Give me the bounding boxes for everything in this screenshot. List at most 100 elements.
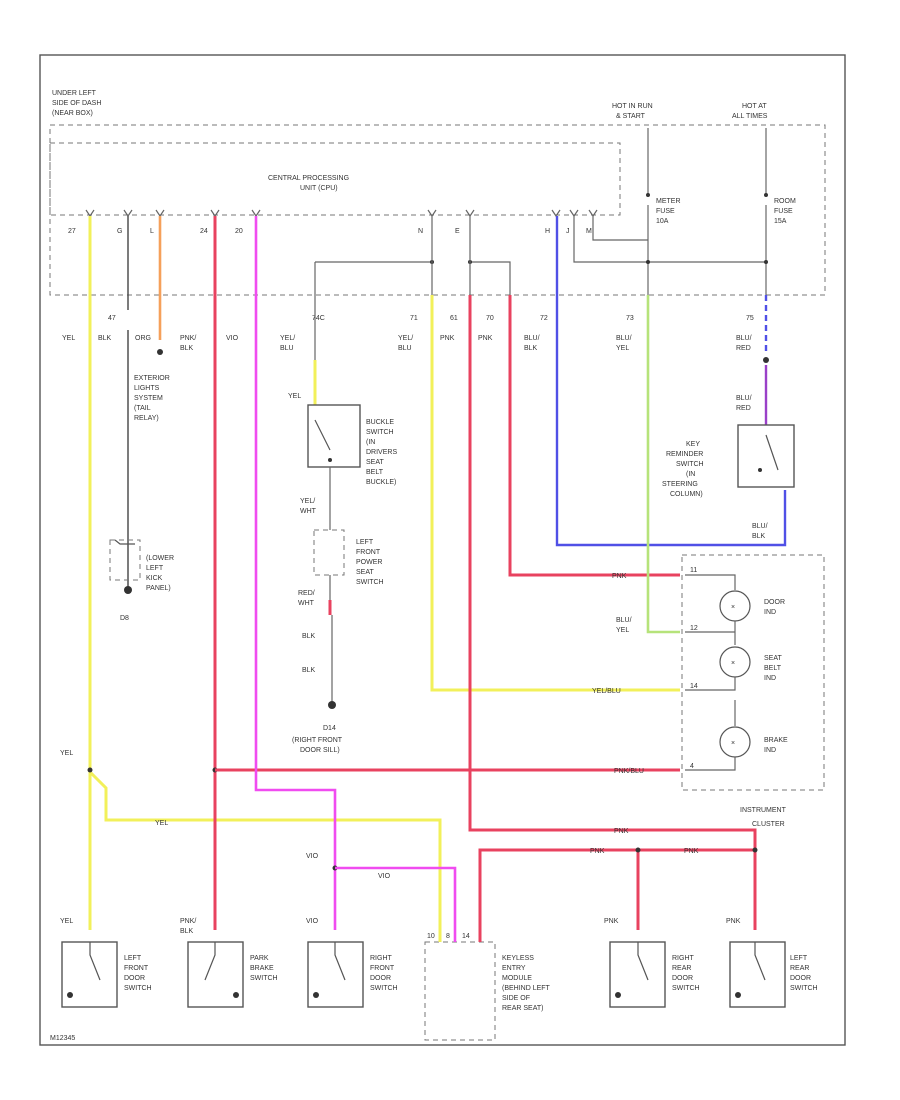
exterior-lights-3: SYSTEM: [134, 395, 163, 402]
brake-ind-1: BRAKE: [764, 737, 788, 744]
right-front-sill-2: DOOR SILL): [300, 747, 340, 754]
buckle-switch-box: [307, 404, 361, 468]
cpu-pin-27: 27: [68, 228, 76, 235]
cluster-pin-12: 12: [690, 625, 698, 632]
buckle-switch-1: BUCKLE: [366, 419, 394, 426]
door-ind-symbol: ×: [731, 604, 735, 611]
buckle-switch-2: SWITCH: [366, 429, 394, 436]
wire-label-yel-4: YEL: [60, 918, 73, 925]
exterior-lights-1: EXTERIOR: [134, 375, 170, 382]
wire-label-vio-1: VIO: [226, 335, 239, 342]
wire-label-pnk-3: PNK: [614, 828, 629, 835]
cpu-name-2: UNIT (CPU): [300, 185, 338, 192]
wire-label-blk-2: BLK: [302, 633, 316, 640]
diagram-frame: [39, 54, 846, 1046]
hot-all-label-2: ALL TIMES: [732, 113, 768, 120]
blured-terminal: [763, 357, 769, 363]
seatbelt-ind-2: BELT: [764, 665, 782, 672]
cpu-pin-20: 20: [235, 228, 243, 235]
key-reminder-pivot: [758, 468, 762, 472]
junction-pnk-rr: [635, 847, 641, 853]
wire-label-yel-3: YEL: [155, 820, 168, 827]
park-brake-switch-ground: [233, 992, 239, 998]
junction-room: [764, 260, 768, 264]
power-seat-4: SEAT: [356, 569, 374, 576]
wire-label-bluyel-1a: BLU/: [616, 335, 632, 342]
wire-label-yelblu-2a: YEL/: [398, 335, 413, 342]
keyless-pin-14: 14: [462, 933, 470, 940]
park-brake-1: PARK: [250, 955, 269, 962]
rf-door-4: SWITCH: [370, 985, 398, 992]
wire-label-yelblu-2b: BLU: [398, 345, 412, 352]
cpu-pin-j: J: [566, 228, 570, 235]
wire-label-redwht-b: WHT: [298, 600, 315, 607]
cpu-pin-l: L: [150, 228, 154, 235]
rr-door-1: RIGHT: [672, 955, 695, 962]
left-rear-door-switch-box: [729, 941, 786, 1008]
conn-75: 75: [746, 315, 754, 322]
buckle-switch-contact: [314, 419, 331, 451]
left-front-door-switch-ground: [67, 992, 73, 998]
ground-left-kick-1: (LOWER: [146, 555, 174, 562]
wire-label-vio-2: VIO: [306, 853, 319, 860]
conn-47: 47: [108, 315, 116, 322]
left-rear-door-switch-ground: [735, 992, 741, 998]
wire-label-blk-1: BLK: [98, 335, 112, 342]
right-front-sill-1: (RIGHT FRONT: [292, 737, 343, 744]
wire-label-pnkblk-1a: PNK/: [180, 335, 196, 342]
ground-d8-label: D8: [120, 615, 129, 622]
conn-70: 70: [486, 315, 494, 322]
seatbelt-ind-return: [685, 677, 736, 691]
lr-door-4: SWITCH: [790, 985, 818, 992]
key-reminder-1: KEY: [686, 441, 700, 448]
wire-blublk-key: [555, 216, 787, 547]
wire-label-blured-2b: RED: [736, 405, 751, 412]
keyless-2: ENTRY: [502, 965, 526, 972]
meter-fuse-node: [646, 193, 650, 197]
junction-pnk-lr: [752, 847, 758, 853]
cluster-pin-14: 14: [690, 683, 698, 690]
cpu-internal-m: [592, 216, 648, 241]
wire-label-blublk-2b: BLK: [752, 533, 766, 540]
key-reminder-5: STEERING: [662, 481, 698, 488]
wire-label-pnk-1: PNK: [440, 335, 455, 342]
wire-label-pnk-8: PNK: [612, 573, 627, 580]
buckle-switch-5: SEAT: [366, 459, 384, 466]
exterior-lights-4: (TAIL: [134, 405, 151, 412]
key-reminder-3: SWITCH: [676, 461, 704, 468]
wire-vio-pin20: [254, 216, 337, 930]
right-rear-door-switch-contact: [637, 942, 649, 981]
cpu-pin-g: G: [117, 228, 122, 235]
wire-label-pnkblk-2b: BLK: [180, 928, 194, 935]
junction-meter: [646, 260, 650, 264]
lr-door-3: DOOR: [790, 975, 811, 982]
room-fuse-label-3: 15A: [774, 218, 787, 225]
wire-label-pnk-6: PNK: [604, 918, 619, 925]
meter-fuse-label-2: FUSE: [656, 208, 675, 215]
door-ind-2: IND: [764, 609, 776, 616]
wire-label-pnk-7: PNK: [726, 918, 741, 925]
conn-72: 72: [540, 315, 548, 322]
junction-yel: [87, 767, 93, 773]
meter-fuse-label-1: METER: [656, 198, 681, 205]
hot-run-label-2: & START: [616, 113, 646, 120]
cluster-label-2: CLUSTER: [752, 821, 785, 828]
keyless-5: SIDE OF: [502, 995, 530, 1002]
buckle-switch-3: (IN: [366, 439, 375, 446]
buckle-switch-7: BUCKLE): [366, 479, 396, 486]
wire-label-yel-2: YEL: [60, 750, 73, 757]
keyless-6: REAR SEAT): [502, 1005, 544, 1012]
keyless-4: (BEHIND LEFT: [502, 985, 551, 992]
wire-label-pnk-2: PNK: [478, 335, 493, 342]
keyless-entry-module-box: [424, 941, 496, 1041]
lf-door-3: DOOR: [124, 975, 145, 982]
rr-door-3: DOOR: [672, 975, 693, 982]
conn-61: 61: [450, 315, 458, 322]
wire-yelblu-seatbelt: [430, 295, 680, 692]
lf-door-4: SWITCH: [124, 985, 152, 992]
wire-label-blublk-2a: BLU/: [752, 523, 768, 530]
power-seat-3: POWER: [356, 559, 382, 566]
fuse-box-region: [49, 124, 826, 296]
power-seat-5: SWITCH: [356, 579, 384, 586]
